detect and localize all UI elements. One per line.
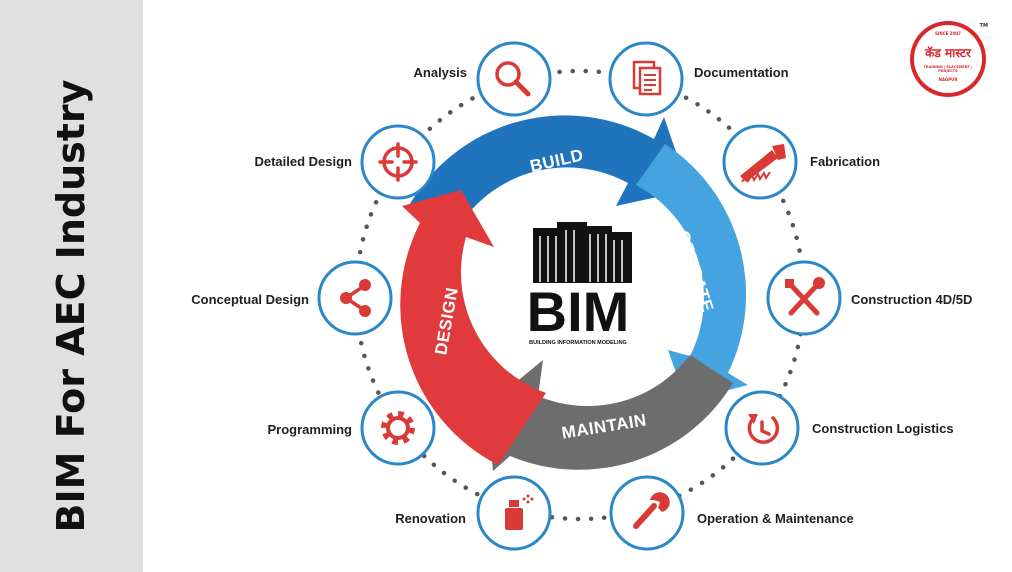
node-label-construction-logistics: Construction Logistics (812, 421, 954, 436)
node-label-construction-4d5d: Construction 4D/5D (851, 292, 972, 307)
gear-icon (381, 411, 415, 445)
node-operation-maintenance (609, 475, 685, 551)
wrench-icon (633, 492, 670, 529)
node-programming (360, 390, 436, 466)
magnifier-icon (495, 61, 531, 97)
maintain-arrow (487, 355, 733, 471)
logo-city: NAGPUR (938, 77, 958, 82)
logo-name: कॅड मास्टर (925, 46, 971, 60)
clock-icon (747, 414, 780, 444)
node-label-analysis: Analysis (414, 65, 467, 80)
spray-can-icon (505, 494, 534, 530)
saw-icon (740, 144, 786, 184)
logo-trademark: TM (979, 23, 988, 29)
sidebar: BIM For AEC Industry (0, 0, 143, 572)
node-label-renovation: Renovation (395, 511, 466, 526)
crosshair-icon (378, 142, 418, 182)
node-conceptual-design (317, 260, 393, 336)
operate-arrow (636, 144, 748, 401)
build-arrow (407, 115, 689, 228)
logo-since: SINCE 2007 (935, 31, 961, 36)
node-analysis (476, 41, 552, 117)
documents-icon (632, 60, 662, 96)
cycle-arrows (400, 115, 748, 471)
bim-logo-subtitle: BUILDING INFORMATION MODELING (529, 340, 627, 346)
node-label-operation-maintenance: Operation & Maintenance (697, 511, 854, 526)
tools-icon (785, 277, 825, 316)
bim-cycle-diagram: BUILD OPERATE MAINTAIN DESIGN BIM BUILDI… (191, 41, 972, 551)
node-construction-4d5d (766, 260, 842, 336)
node-label-fabrication: Fabrication (810, 154, 880, 169)
node-detailed-design (360, 124, 436, 200)
node-label-programming: Programming (267, 422, 352, 437)
cad-master-logo: SINCE 2007 कॅड मास्टर TRAINING | PLACEME… (910, 21, 988, 97)
node-renovation (476, 475, 552, 551)
node-label-conceptual-design: Conceptual Design (191, 292, 309, 307)
logo-inner: SINCE 2007 कॅड मास्टर TRAINING | PLACEME… (914, 25, 982, 93)
sidebar-title: BIM For AEC Industry (49, 79, 93, 533)
node-fabrication (722, 124, 798, 200)
node-label-detailed-design: Detailed Design (254, 154, 352, 169)
node-label-documentation: Documentation (694, 65, 789, 80)
node-construction-logistics (724, 390, 800, 466)
logo-tagline: TRAINING | PLACEMENT | PROJECTS (923, 65, 973, 73)
bim-center-logo: BIM BUILDING INFORMATION MODELING (521, 222, 635, 346)
bim-logo-text: BIM (527, 280, 630, 343)
node-documentation (608, 41, 684, 117)
share-icon (340, 279, 371, 317)
design-arrow (400, 190, 546, 465)
buildings-icon (533, 222, 632, 284)
